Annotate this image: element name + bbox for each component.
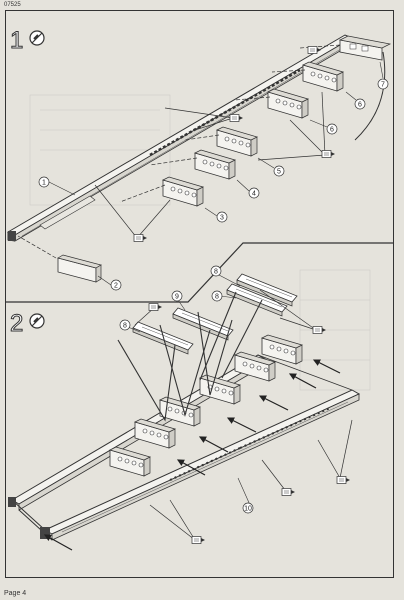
glue-icon [229, 114, 244, 122]
part-callout-2: 2 [97, 275, 122, 291]
svg-text:8: 8 [215, 294, 219, 301]
frame-rail-step1 [6, 34, 354, 242]
cross-member-5 [216, 126, 258, 157]
svg-text:6: 6 [330, 127, 334, 134]
part-callout-4: 4 [236, 179, 260, 199]
svg-text:1: 1 [42, 180, 46, 187]
part-callout-10: 10 [237, 477, 254, 514]
glue-icon [148, 303, 163, 311]
glue-forbidden-icon [29, 30, 45, 46]
svg-text:6: 6 [358, 102, 362, 109]
part-callout-1: 1 [38, 176, 76, 196]
part-callout-3: 3 [204, 207, 228, 223]
installed-member [134, 418, 176, 449]
instruction-frame [5, 10, 394, 578]
svg-text:9: 9 [175, 294, 179, 301]
glue-icon [133, 234, 148, 242]
svg-text:2: 2 [114, 283, 118, 290]
step-1: 1 [6, 27, 392, 291]
svg-text:8: 8 [214, 269, 218, 276]
installed-member [109, 446, 151, 477]
part-callout-5: 5 [257, 157, 285, 177]
part-callout-8c: 8 [211, 290, 237, 302]
document-code: 07525 [4, 2, 21, 8]
cross-member-6b [302, 61, 344, 92]
brace-part-8 [132, 321, 194, 355]
glue-forbidden-icon [29, 313, 45, 329]
front-member-2 [57, 254, 102, 283]
step-2: 2 [8, 265, 361, 551]
step-2-number: 2 [10, 310, 23, 337]
part-callout-6a: 6 [309, 119, 338, 135]
glue-icon [281, 488, 296, 496]
cross-member-6a [267, 88, 309, 119]
svg-text:10: 10 [244, 506, 252, 513]
glue-icon [336, 476, 351, 484]
part-callout-7: 7 [377, 61, 389, 90]
part-callout-9: 9 [171, 290, 186, 311]
rear-bumper-7 [338, 35, 392, 61]
part-callout-8a: 8 [210, 265, 241, 287]
svg-text:7: 7 [381, 82, 385, 89]
cross-member-4 [194, 149, 236, 180]
svg-text:8: 8 [123, 323, 127, 330]
part-callout-6b: 6 [345, 91, 366, 110]
page-number: Page 4 [4, 590, 27, 597]
glue-icon [312, 326, 327, 334]
brace-part-9 [172, 307, 234, 341]
glue-icon [191, 536, 206, 544]
part-callout-8b: 8 [119, 319, 141, 333]
glue-icon [321, 150, 336, 158]
svg-text:4: 4 [252, 191, 256, 198]
step-1-number: 1 [10, 27, 23, 54]
svg-text:3: 3 [220, 215, 224, 222]
svg-text:5: 5 [277, 169, 281, 176]
